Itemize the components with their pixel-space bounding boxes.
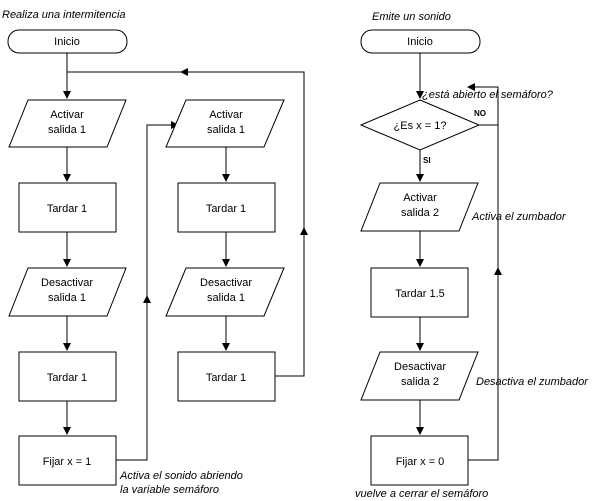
- connector-set-x-to-col2: [116, 121, 179, 461]
- right-decision-label: ¿Es x = 1?: [394, 120, 447, 132]
- left-col2-deactivate-line1: Desactivar: [200, 277, 252, 289]
- right-deactivate-line1: Desactivar: [394, 361, 446, 373]
- left-note-line2: la variable semáforo: [120, 484, 219, 496]
- right-activate-line2: salida 2: [401, 207, 439, 219]
- left-flow-title: Realiza una intermitencia: [2, 9, 126, 21]
- right-deactivate-note: Desactiva el zumbador: [476, 376, 589, 388]
- right-decision: ¿Es x = 1?: [359, 99, 481, 151]
- up-arrowhead-right-loop: [494, 267, 502, 275]
- left-col2-delay1-process: Tardar 1: [177, 182, 276, 233]
- right-set-x-process: Fijar x = 0: [370, 435, 469, 486]
- left-col1-activate-line1: Activar: [50, 109, 84, 121]
- right-activate-io: Activar salida 2: [360, 182, 479, 232]
- left-col1-delay1-label: Tardar 1: [47, 203, 87, 215]
- right-delay-label: Tardar 1.5: [395, 288, 445, 300]
- right-bottom-note: vuelve a cerrar el semáforo: [355, 488, 488, 500]
- left-start-terminal: Inicio: [7, 29, 128, 54]
- left-col2-activate-line1: Activar: [209, 109, 243, 121]
- right-question-note: ¿está abierto el semáforo?: [422, 89, 554, 101]
- left-col1-activate-io: Activar salida 1: [8, 99, 127, 148]
- connector-right-loop-back: [468, 87, 499, 461]
- left-col1-delay2-process: Tardar 1: [18, 351, 117, 402]
- left-col2-delay2-process: Tardar 1: [177, 351, 276, 402]
- left-col2-deactivate-io: Desactivar salida 1: [165, 267, 285, 317]
- right-deactivate-io: Desactivar salida 2: [360, 351, 479, 401]
- right-activate-note: Activa el zumbador: [471, 211, 567, 223]
- right-activate-line1: Activar: [403, 192, 437, 204]
- right-deactivate-line2: salida 2: [401, 376, 439, 388]
- left-col1-delay1-process: Tardar 1: [18, 182, 117, 233]
- right-yes-label: SI: [423, 156, 431, 165]
- left-col1-deactivate-io: Desactivar salida 1: [8, 267, 127, 317]
- left-col2-deactivate-line2: salida 1: [207, 292, 245, 304]
- left-col2-activate-line2: salida 1: [207, 124, 245, 136]
- left-start-label: Inicio: [54, 36, 80, 48]
- left-col2-delay1-label: Tardar 1: [206, 203, 246, 215]
- left-set-x-label: Fijar x = 1: [43, 456, 92, 468]
- right-flow-title: Emite un sonido: [372, 11, 451, 23]
- up-arrowhead-col1-link: [143, 295, 151, 303]
- left-col1-delay2-label: Tardar 1: [47, 372, 87, 384]
- left-col1-deactivate-line2: salida 1: [48, 292, 86, 304]
- right-set-x-label: Fijar x = 0: [396, 456, 445, 468]
- left-col1-activate-line2: salida 1: [48, 124, 86, 136]
- left-set-x-process: Fijar x = 1: [18, 435, 117, 486]
- left-col2-activate-io: Activar salida 1: [165, 99, 285, 148]
- left-col2-delay2-label: Tardar 1: [206, 372, 246, 384]
- left-arrowhead-loop: [180, 68, 188, 76]
- right-no-label: NO: [474, 109, 486, 118]
- right-start-label: Inicio: [407, 36, 433, 48]
- right-start-terminal: Inicio: [360, 29, 481, 54]
- left-note-line1: Activa el sonido abriendo: [119, 470, 243, 482]
- left-col1-deactivate-line1: Desactivar: [41, 277, 93, 289]
- up-arrowhead-loop: [300, 227, 308, 235]
- right-delay-process: Tardar 1.5: [370, 267, 469, 318]
